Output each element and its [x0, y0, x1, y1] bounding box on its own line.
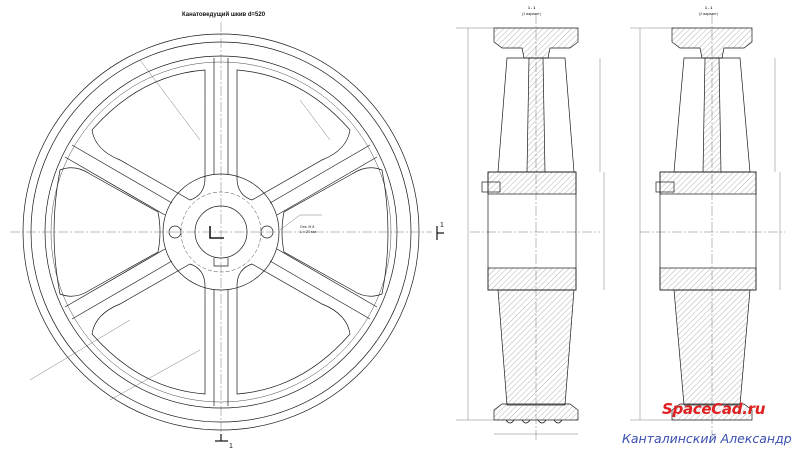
cut-mark-right: 1: [440, 222, 444, 229]
note-thread-depth: L = 20 мм: [300, 230, 316, 234]
front-view: [10, 22, 444, 442]
hole-left: [168, 225, 182, 239]
spacecad-logo: SpaceCad.ru: [662, 400, 782, 428]
section-left-variant: (1 вариант): [522, 12, 541, 16]
author-name: Канталинский Александр: [622, 431, 792, 446]
window-cutouts: [53, 69, 389, 395]
section-view-variant-1: [456, 14, 605, 440]
section-left-label: 1 - 1: [528, 6, 536, 10]
center-lines: [10, 22, 432, 440]
cut-markers: [215, 226, 444, 442]
main-title: Канатоведущий шкив d=520: [182, 12, 266, 18]
note-thread: Отв. М 8: [300, 225, 315, 229]
cut-mark-bottom: 1: [229, 443, 233, 450]
dimension-lines: [29, 59, 331, 401]
section-right-variant: (2 вариант): [699, 12, 718, 16]
spokes: [64, 58, 378, 406]
bore-mark: [209, 226, 224, 239]
section-right-label: 1 - 1: [705, 6, 713, 10]
section-view-variant-2: [630, 14, 785, 440]
logo-text: SpaceCad.ru: [662, 400, 766, 418]
